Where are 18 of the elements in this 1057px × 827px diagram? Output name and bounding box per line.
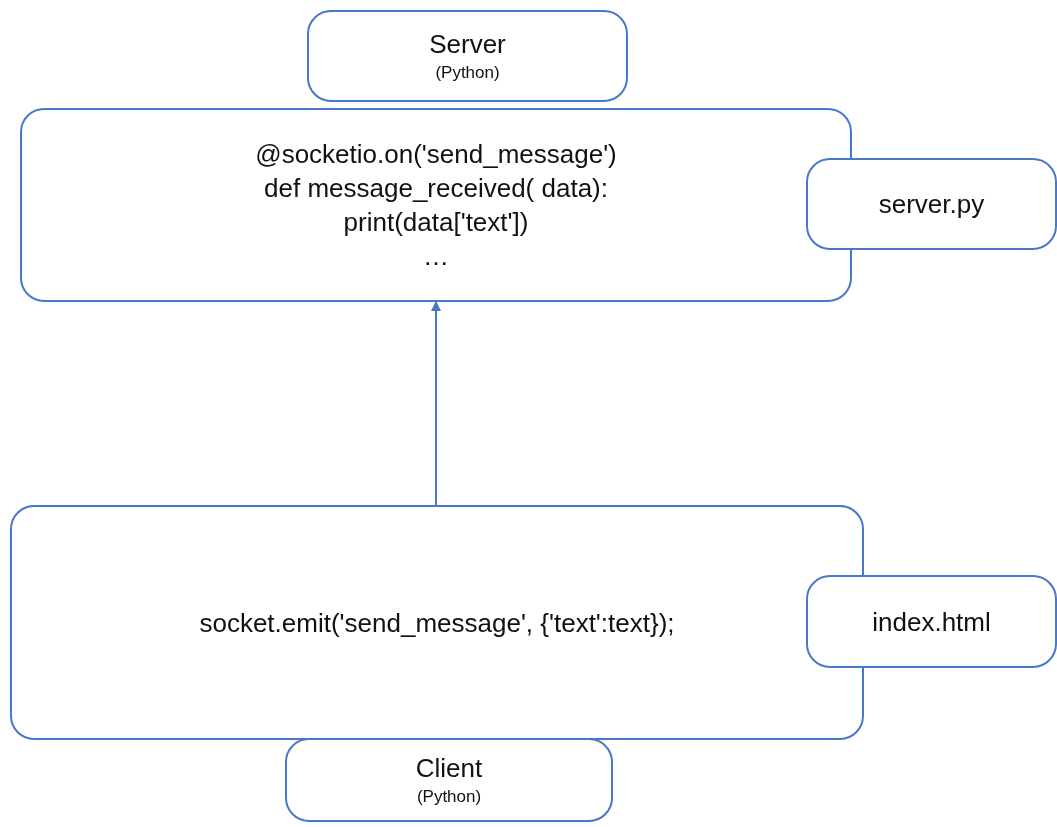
subtitle: (Python)	[416, 786, 482, 808]
code-line: …	[423, 240, 449, 273]
title: Client	[415, 752, 483, 785]
code-line: def message_received( data):	[264, 172, 608, 205]
text-box	[806, 575, 1057, 668]
code-line: socket.emit('send_message', {'text':text});	[199, 606, 675, 640]
arrow	[431, 301, 441, 506]
title: index.html	[872, 605, 991, 639]
subtitle: (Python)	[435, 62, 500, 84]
code-line: print(data['text'])	[343, 206, 529, 239]
text-box	[307, 10, 628, 102]
text-box	[806, 158, 1057, 250]
title: Server	[429, 28, 506, 61]
text-box	[20, 108, 852, 302]
text-box	[285, 738, 613, 822]
title: server.py	[878, 188, 985, 221]
code-line: @socketio.on('send_message')	[255, 138, 617, 171]
text-box	[10, 505, 864, 740]
